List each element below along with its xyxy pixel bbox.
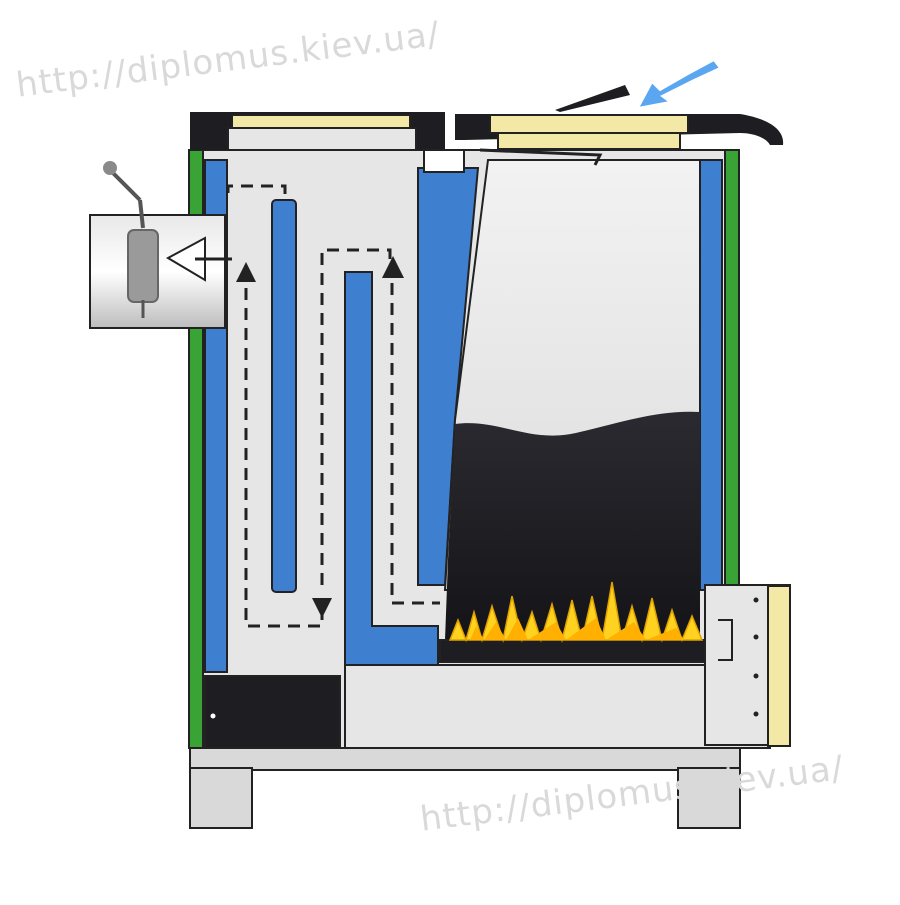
loading-door [423, 85, 784, 173]
grate [439, 639, 716, 663]
ash-box [204, 675, 341, 749]
flow-arrow-heads [236, 256, 404, 618]
air-flap [555, 85, 630, 112]
ash-door [704, 584, 791, 747]
flue-damper-icon [103, 161, 159, 318]
flue-pipe [89, 214, 232, 329]
air-inlet-arrow-icon [636, 58, 722, 110]
ash-chamber [344, 664, 771, 749]
fuel-load [445, 411, 700, 640]
flames [448, 581, 704, 643]
top-lid-left [190, 112, 445, 151]
boiler-base [189, 747, 741, 829]
